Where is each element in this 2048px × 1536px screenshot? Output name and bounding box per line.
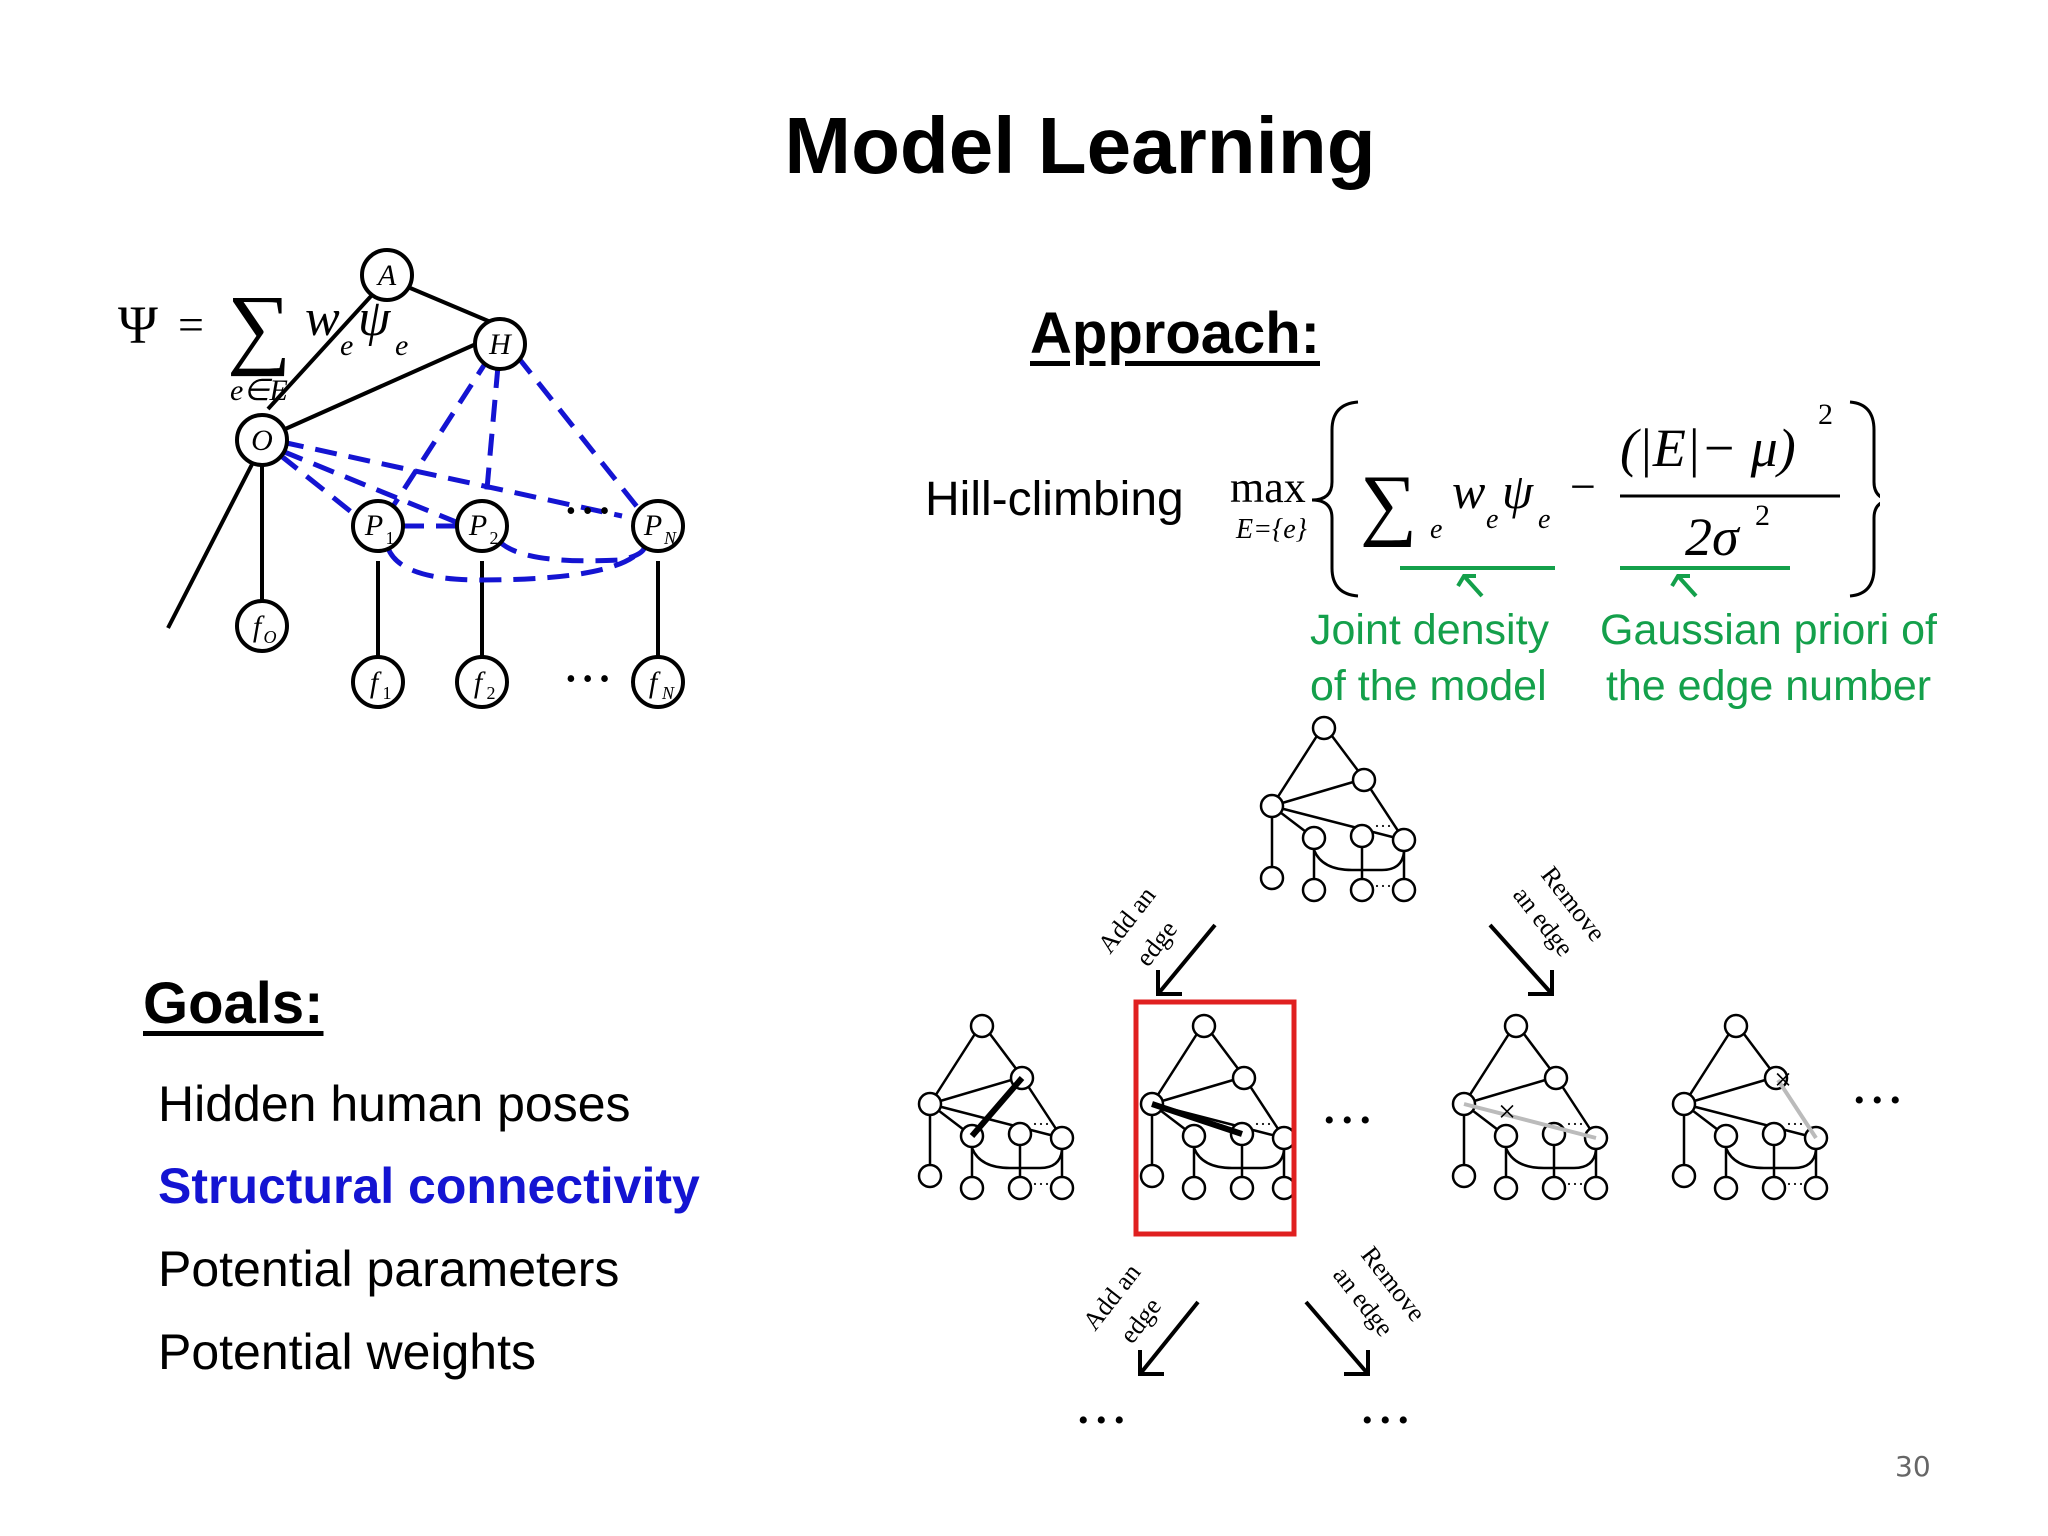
added-edge: [969, 1076, 1025, 1138]
annotation-gaussian-prior: Gaussian priori of the edge number: [1600, 602, 1937, 714]
node-label-H: H: [488, 328, 513, 361]
graph-ellipsis-p: • • •: [566, 496, 609, 527]
node-label-P1-sub: 1: [386, 528, 395, 548]
fraction-denominator: 2σ: [1685, 507, 1741, 567]
bottom-right-ellipsis: • • •: [1362, 1404, 1409, 1437]
fraction-numerator-exp: 2: [1818, 398, 1833, 431]
inner-sum: ∑: [1360, 460, 1417, 548]
node-A: [360, 248, 414, 302]
goal-item-connectivity: Structural connectivity: [158, 1158, 700, 1214]
remove-mark-2: ×: [1774, 1061, 1792, 1097]
node-label-O: O: [251, 424, 273, 457]
small-ellipsis-rem2-a: ···: [1786, 1114, 1804, 1134]
bottom-arrows: [1138, 1300, 1370, 1376]
node-f2: [455, 655, 509, 709]
fraction-denominator-exp: 2: [1755, 499, 1770, 532]
search-graph-remove-2: × ··· ···: [1671, 1013, 1829, 1201]
node-label-P2: P: [468, 509, 487, 542]
node-fO: [235, 599, 289, 653]
annotation-joint-line1: Joint density: [1310, 606, 1550, 654]
search-graph-remove-1: × ··· ···: [1451, 1013, 1609, 1201]
node-H: [473, 317, 527, 371]
bottom-left-ellipsis: • • •: [1078, 1404, 1125, 1437]
left-brace: [1311, 400, 1359, 598]
annotation-gaussian-line2: the edge number: [1605, 662, 1932, 710]
node-fN: [631, 655, 685, 709]
small-ellipsis-current-a: ···: [1374, 816, 1392, 836]
node-label-A: A: [376, 259, 397, 292]
objective-formula: max E={e} ∑ e w e ψ e − (|E|− μ) 2 2σ 2: [1230, 398, 1880, 598]
goal-item-poses: Hidden human poses: [158, 1076, 631, 1132]
node-label-fO-sub: O: [264, 627, 277, 647]
small-ellipsis-rem2-b: ···: [1786, 1174, 1804, 1194]
page-number: 30: [1895, 1450, 1931, 1483]
dashed-edges: [278, 354, 648, 583]
max-label: max: [1230, 463, 1306, 512]
inner-psi: ψ: [1502, 463, 1534, 519]
fraction-numerator: (|E|− μ): [1620, 418, 1796, 478]
search-graph-add-2-selected: ···: [1139, 1013, 1297, 1201]
annotation-joint-density: Joint density of the model: [1310, 602, 1549, 714]
inner-sum-sub: e: [1430, 514, 1442, 545]
annotation-arrows: [1400, 566, 1790, 598]
search-graph-current: ··· ···: [1259, 715, 1417, 903]
approach-method: Hill-climbing: [925, 473, 1184, 526]
selected-highlight-box: [1133, 999, 1297, 1237]
middle-ellipsis: • • •: [1324, 1104, 1371, 1137]
right-brace: [1849, 400, 1880, 598]
removed-edge-1: [1463, 1102, 1597, 1140]
node-P2: [455, 499, 509, 553]
added-edge-selected: [1151, 1101, 1243, 1137]
node-label-P2-sub: 2: [490, 528, 499, 548]
graph-ellipsis-f: • • •: [566, 664, 609, 695]
node-label-f2-sub: 2: [487, 683, 496, 703]
hill-climbing-search-tree: ··· ··· Add an edge Remove an edge ··· ·…: [917, 715, 1901, 1437]
formula-under: e∈E: [230, 374, 288, 407]
goals-heading: Goals:: [143, 971, 324, 1036]
node-label-PN-sub: N: [663, 528, 677, 548]
goal-item-parameters: Potential parameters: [158, 1241, 620, 1297]
small-ellipsis-rem1-a: ···: [1566, 1114, 1584, 1134]
node-label-fN-sub: N: [661, 683, 675, 703]
small-ellipsis-add2-a: ···: [1254, 1114, 1272, 1134]
small-ellipsis-rem1-b: ···: [1566, 1174, 1584, 1194]
node-P1: [351, 499, 405, 553]
formula-equals: =: [178, 299, 204, 350]
remove-mark-1: ×: [1498, 1093, 1516, 1129]
node-label-P1: P: [364, 509, 383, 542]
node-label-f1-sub: 1: [383, 683, 392, 703]
removed-edge-2: [1776, 1078, 1818, 1140]
graphical-model-diagram: Ψ = ∑ w e ψ e e∈E: [118, 248, 685, 709]
inner-w-sub: e: [1486, 504, 1498, 535]
minus-sign: −: [1570, 461, 1596, 512]
inner-psi-sub: e: [1538, 504, 1550, 535]
annotation-gaussian-line1: Gaussian priori of: [1600, 606, 1937, 654]
node-f1: [351, 655, 405, 709]
node-O: [235, 413, 289, 467]
inner-w: w: [1452, 463, 1485, 519]
approach-heading: Approach:: [1030, 301, 1320, 366]
max-sub: E={e}: [1235, 514, 1307, 545]
small-ellipsis-add1-b: ···: [1032, 1174, 1050, 1194]
right-ellipsis: • • •: [1854, 1084, 1901, 1117]
small-ellipsis-add1-a: ···: [1032, 1114, 1050, 1134]
search-graph-add-1: ··· ···: [917, 1013, 1075, 1201]
top-arrows: [1156, 923, 1554, 996]
potential-formula: Ψ = ∑ w e ψ e e∈E: [118, 278, 408, 407]
node-label-PN: P: [643, 509, 662, 542]
annotation-joint-line2: of the model: [1310, 662, 1547, 710]
formula-psi-small-sub: e: [395, 329, 408, 362]
small-ellipsis-current-b: ···: [1374, 876, 1392, 896]
formula-sum: ∑: [227, 278, 291, 377]
node-PN: [631, 499, 685, 553]
graph-nodes: [235, 248, 685, 709]
goal-item-weights: Potential weights: [158, 1324, 537, 1380]
slide-title: Model Learning: [784, 101, 1376, 190]
formula-w-sub: e: [340, 329, 353, 362]
formula-psi: Ψ: [118, 295, 158, 355]
